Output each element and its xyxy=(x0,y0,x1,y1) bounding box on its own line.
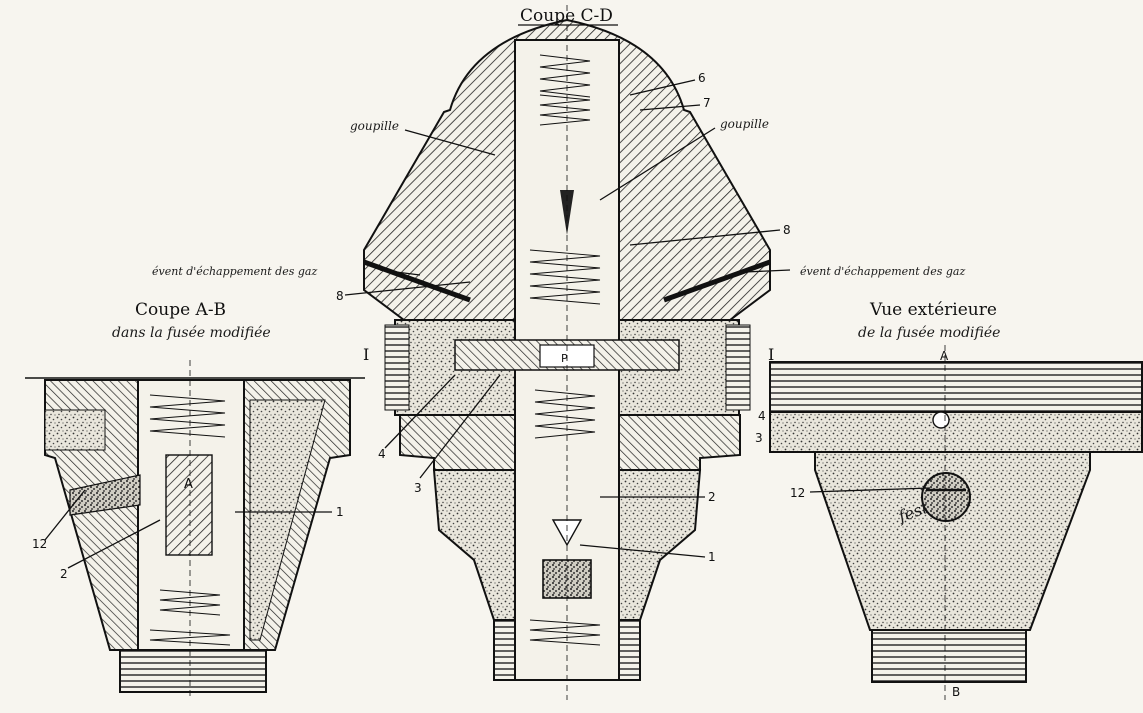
ab-inner-tube xyxy=(165,454,213,556)
section-cd-title: Coupe C-D xyxy=(520,6,613,26)
firing-pin xyxy=(560,190,574,235)
callout-12-right: 12 xyxy=(790,486,805,500)
label-axis-a: A xyxy=(940,349,949,363)
exterior-subtitle: de la fusée modifiée xyxy=(858,325,1000,341)
section-ab-drawing xyxy=(25,360,365,700)
label-axis-b: B xyxy=(952,685,960,699)
vent-right xyxy=(663,259,771,303)
vent-left xyxy=(363,259,471,303)
label-goupille-left: goupille xyxy=(350,119,399,133)
ab-side-block xyxy=(44,409,106,451)
springs xyxy=(529,54,601,646)
ext-base-thread xyxy=(871,629,1027,683)
section-ab-title: Coupe A-B xyxy=(135,300,226,320)
label-section-i-left: I xyxy=(363,345,369,364)
callout-3-right: 3 xyxy=(755,431,763,445)
leader-lines xyxy=(44,79,931,569)
ab-base-thread xyxy=(119,649,267,693)
callout-6: 6 xyxy=(698,71,706,85)
callout-2-left: 2 xyxy=(60,567,68,581)
callout-4-right: 4 xyxy=(758,409,766,423)
label-p: P xyxy=(561,352,568,365)
label-goupille-right: goupille xyxy=(720,117,769,131)
left-thread xyxy=(384,324,410,411)
callout-2-center: 2 xyxy=(708,490,716,504)
callout-3-left: 3 xyxy=(414,481,422,495)
label-inner-a: A xyxy=(184,477,193,492)
callout-7: 7 xyxy=(703,96,711,110)
ext-setting-dial xyxy=(921,472,971,522)
exterior-title: Vue extérieure xyxy=(869,300,997,320)
callout-12-left: 12 xyxy=(32,537,47,551)
section-ab-subtitle: dans la fusée modifiée xyxy=(112,325,271,341)
ext-screw xyxy=(932,411,950,429)
label-section-i-right: I xyxy=(768,345,774,364)
right-thread xyxy=(725,324,751,411)
section-cd-drawing xyxy=(363,5,771,700)
callout-8-left: 8 xyxy=(336,289,344,303)
callout-8-right: 8 xyxy=(783,223,791,237)
callout-1-left: 1 xyxy=(336,505,344,519)
ext-body xyxy=(814,451,1091,631)
ext-collar xyxy=(769,411,1143,453)
ab-side-pin xyxy=(69,474,141,516)
ext-thread xyxy=(769,361,1143,413)
callout-4-left: 4 xyxy=(378,447,386,461)
callout-1-center: 1 xyxy=(708,550,716,564)
label-event-left: évent d'échappement des gaz xyxy=(152,265,317,278)
label-event-right: évent d'échappement des gaz xyxy=(800,265,965,278)
ab-channel xyxy=(249,399,326,641)
exterior-view-drawing xyxy=(769,345,1143,700)
